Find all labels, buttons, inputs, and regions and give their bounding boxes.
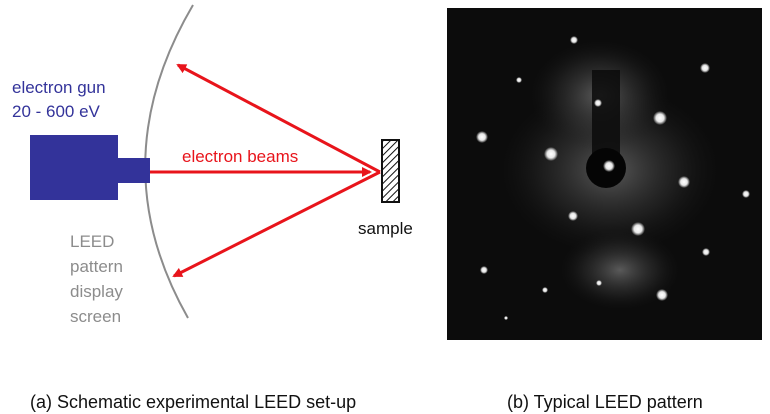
electron-gun-label: electron gun <box>12 78 106 97</box>
caption-pattern: (b) Typical LEED pattern <box>507 392 703 412</box>
diffraction-spot <box>596 280 602 286</box>
leed-pattern-image <box>447 8 762 340</box>
caption-schematic: (a) Schematic experimental LEED set-up <box>30 392 357 412</box>
diffraction-spot <box>702 248 710 256</box>
screen-label-line-1: LEED <box>70 232 114 251</box>
electron-gun-nozzle <box>118 158 150 183</box>
diffraction-spot <box>594 99 602 107</box>
diffraction-spot <box>603 160 615 172</box>
diffraction-spots <box>476 36 750 320</box>
screen-label-line-2: pattern <box>70 257 123 276</box>
beam-diffracted-up <box>176 63 381 174</box>
diffraction-spot <box>480 266 488 274</box>
diffraction-spot <box>742 190 750 198</box>
electron-gun-body <box>30 135 118 200</box>
diffraction-spot <box>656 289 668 301</box>
schematic: electron gun 20 - 600 eV electron beams … <box>12 4 413 326</box>
diffraction-spot <box>631 222 645 236</box>
screen-label-line-3: display <box>70 282 123 301</box>
diffraction-spot <box>568 211 578 221</box>
screen-label-line-4: screen <box>70 307 121 326</box>
diffraction-spot <box>653 111 667 125</box>
diffraction-spot <box>678 176 690 188</box>
diffraction-spot <box>700 63 710 73</box>
sample-label: sample <box>358 219 413 238</box>
diffraction-spot <box>570 36 578 44</box>
pattern-glow-lower <box>560 230 680 310</box>
electron-gun-energy-label: 20 - 600 eV <box>12 102 101 121</box>
sample-block <box>381 139 400 203</box>
beam-diffracted-down <box>172 170 381 278</box>
diffraction-spot <box>504 316 508 320</box>
diffraction-spot <box>476 131 488 143</box>
diffraction-spot <box>544 147 558 161</box>
electron-beams-label: electron beams <box>182 147 298 166</box>
diffraction-spot <box>542 287 548 293</box>
diffraction-spot <box>516 77 522 83</box>
